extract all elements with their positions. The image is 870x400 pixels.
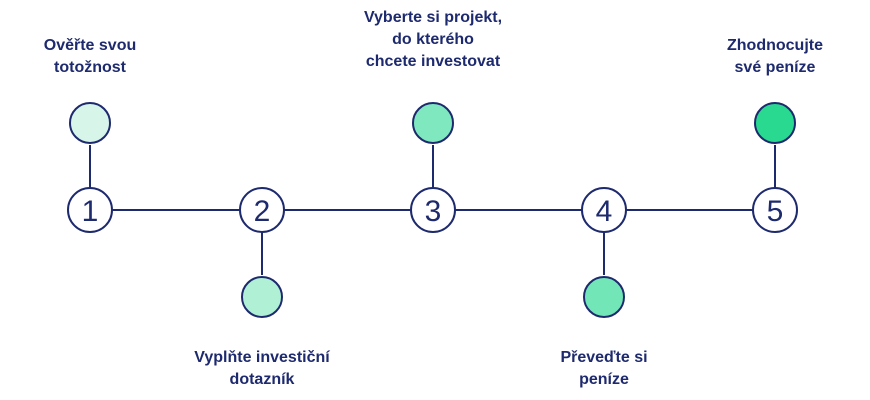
step-label: Ověřte svou totožnost xyxy=(44,35,136,79)
step-number-circle xyxy=(581,187,627,233)
step-label-line: Vyberte si projekt, xyxy=(363,9,503,26)
step-label: Vyberte si projekt, do kterého chcete inve… xyxy=(364,7,502,73)
step-label-line: své peníze xyxy=(734,59,816,76)
step-label: Převeďte si peníze xyxy=(560,347,647,391)
step-number: 3 xyxy=(425,195,442,228)
step-number-circle xyxy=(239,187,285,233)
step-label-line: Převeďte si xyxy=(560,349,648,366)
step-label-line: do kterého xyxy=(392,31,474,48)
step-number-circle xyxy=(410,187,456,233)
step-label: Vyplňte investiční dotazník xyxy=(194,347,329,391)
step-label-line: Ověřte svou xyxy=(43,37,137,54)
step-label: Zhodnocujte své peníze xyxy=(727,35,823,79)
step-label-line: totožnost xyxy=(54,59,126,76)
step-number: 1 xyxy=(82,195,99,228)
step-number: 2 xyxy=(254,195,271,228)
step-status-dot xyxy=(754,102,796,144)
step-status-dot xyxy=(583,276,625,318)
step-status-dot xyxy=(412,102,454,144)
step-label-line: Vyplňte investiční xyxy=(194,349,330,366)
step-status-dot xyxy=(69,102,111,144)
step-number: 5 xyxy=(767,195,784,228)
step-number: 4 xyxy=(596,195,613,228)
step-label-line: Zhodnocujte xyxy=(727,37,823,54)
step-status-dot xyxy=(241,276,283,318)
step-label-line: dotazník xyxy=(229,371,295,388)
step-label-line: peníze xyxy=(579,371,629,388)
step-number-circle xyxy=(67,187,113,233)
step-number-circle xyxy=(752,187,798,233)
step-label-line: chcete investovat xyxy=(365,53,501,70)
